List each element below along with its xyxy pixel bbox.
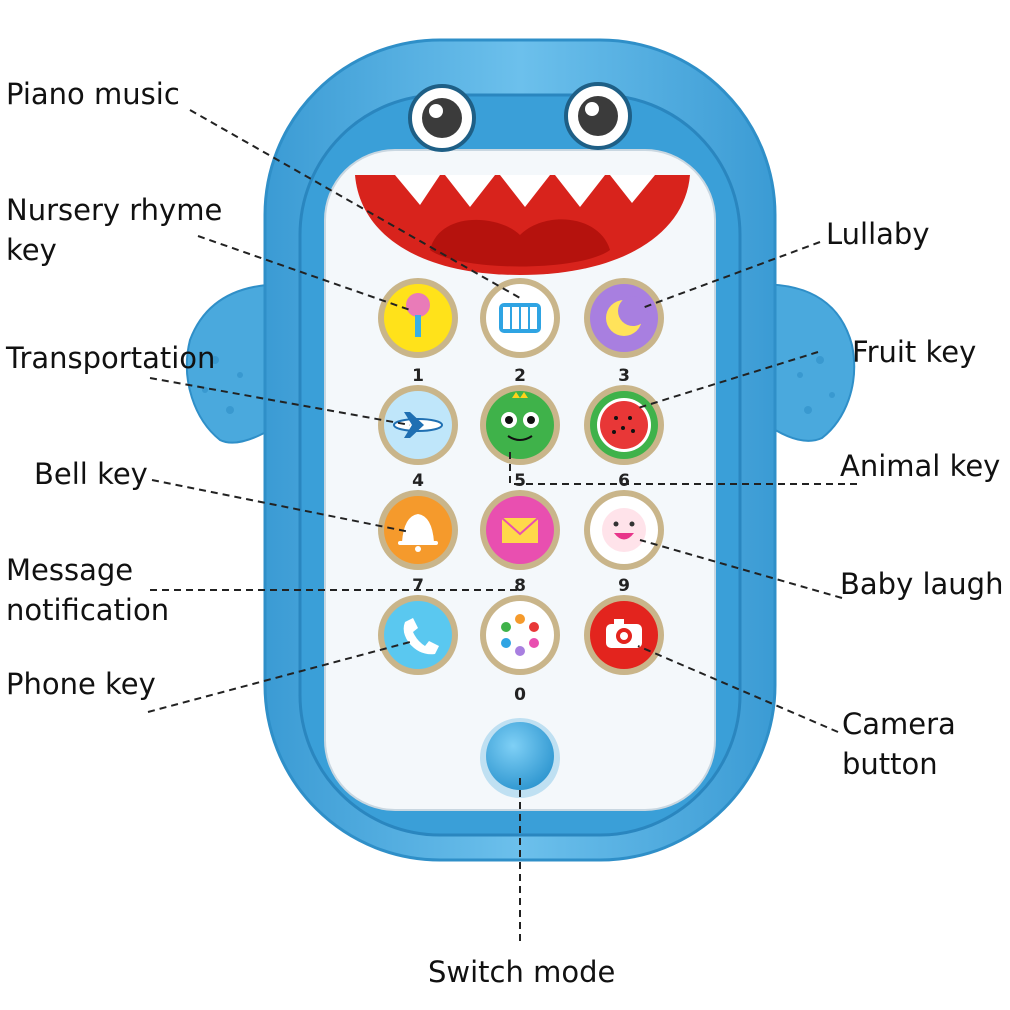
label-phone-key: Phone key — [6, 667, 156, 701]
leader-transportation — [149, 377, 411, 426]
dots-icon — [501, 614, 539, 656]
key-0-button[interactable] — [480, 595, 560, 675]
label-camera-button: Camera button — [842, 704, 956, 784]
key-number: 7 — [412, 576, 424, 596]
baby-face-icon — [602, 508, 646, 552]
label-switch-mode: Switch mode — [428, 955, 616, 989]
frog-icon — [501, 392, 539, 441]
leader-animal — [509, 452, 858, 485]
switch-mode-button[interactable] — [480, 718, 560, 798]
phone-key-button[interactable] — [378, 595, 458, 675]
label-transportation: Transportation — [6, 341, 216, 375]
fin-dots — [202, 356, 835, 414]
label-fruit-key: Fruit key — [852, 335, 977, 369]
label-line: key — [6, 233, 57, 267]
key-number: 2 — [514, 366, 526, 386]
leader-phone — [147, 641, 411, 713]
key-number: 9 — [618, 576, 630, 596]
leader-piano — [189, 109, 521, 299]
key-9-button[interactable] — [584, 490, 664, 570]
label-line: notification — [6, 593, 170, 627]
tongue — [430, 219, 610, 267]
camera-icon — [606, 619, 642, 648]
rattle-icon — [406, 293, 430, 337]
label-message-notification: Message notification — [6, 550, 169, 630]
key-numbers: 1 2 3 4 5 6 7 8 9 0 — [412, 366, 630, 705]
key-number: 6 — [618, 471, 630, 491]
key-number: 4 — [412, 471, 424, 491]
key-1-button[interactable] — [378, 278, 458, 358]
left-eye — [408, 84, 476, 152]
leader-fruit — [637, 351, 819, 409]
label-lullaby: Lullaby — [826, 217, 930, 251]
label-baby-laugh: Baby laugh — [840, 567, 1004, 601]
key-7-button[interactable] — [378, 490, 458, 570]
watermelon-icon — [597, 398, 651, 452]
key-number: 1 — [412, 366, 424, 386]
key-number: 8 — [514, 576, 526, 596]
leader-bell — [151, 479, 411, 533]
key-6-button[interactable] — [584, 385, 664, 465]
label-nursery-rhyme-key: Nursery rhyme key — [6, 190, 222, 270]
teeth — [395, 175, 655, 207]
leader-nursery — [197, 235, 411, 311]
key-number: 5 — [514, 471, 526, 491]
key-3-button[interactable] — [584, 278, 664, 358]
label-piano-music: Piano music — [6, 77, 180, 111]
label-line: button — [842, 747, 938, 781]
key-2-button[interactable] — [480, 278, 560, 358]
bell-icon — [398, 514, 438, 552]
airplane-icon — [393, 412, 443, 438]
key-number: 3 — [618, 366, 630, 386]
envelope-icon — [501, 517, 539, 543]
phone-icon — [403, 618, 439, 655]
leader-lines — [147, 109, 858, 946]
label-line: Message — [6, 553, 134, 587]
piano-icon — [499, 303, 541, 333]
leader-camera — [637, 645, 839, 733]
camera-button[interactable] — [584, 595, 664, 675]
key-8-button[interactable] — [480, 490, 560, 570]
right-eye — [564, 82, 632, 150]
key-4-button[interactable] — [378, 385, 458, 465]
label-line: Nursery rhyme — [6, 193, 223, 227]
key-5-button[interactable] — [480, 385, 560, 465]
leader-lullaby — [641, 241, 821, 309]
key-number: 0 — [514, 685, 526, 705]
moon-icon — [606, 296, 648, 336]
label-animal-key: Animal key — [840, 449, 1001, 483]
label-bell-key: Bell key — [34, 457, 148, 491]
label-line: Camera — [842, 707, 956, 741]
